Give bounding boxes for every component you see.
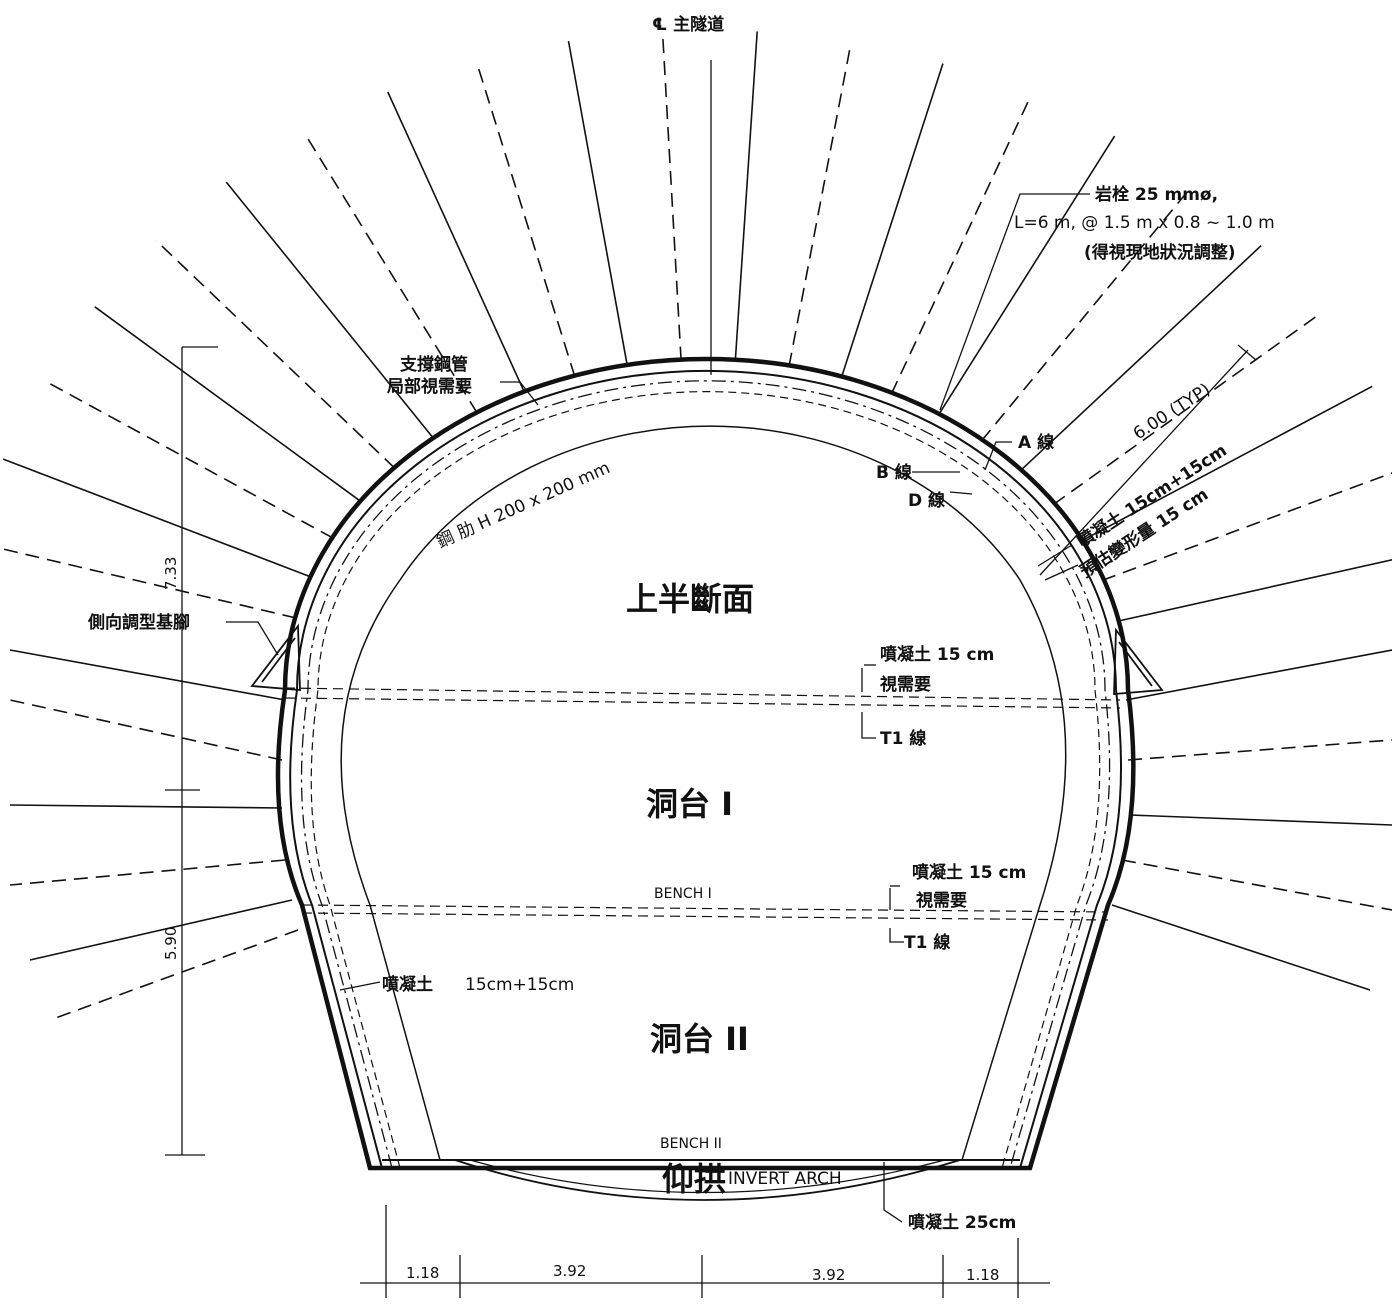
rock-bolt-line	[303, 131, 478, 414]
steel-rib-label: 鋼 肋 H 200 x 200 mm	[434, 458, 613, 552]
hdim-1-label: 1.18	[406, 1264, 439, 1282]
shotcrete-15-a-label: 噴凝土 15 cm	[880, 644, 994, 665]
rock-bolt-label-2: L=6 m, @ 1.5 m x 0.8 ~ 1.0 m	[1014, 213, 1275, 233]
tunnel-outline	[250, 356, 1164, 1201]
rock-bolt-line	[1129, 814, 1392, 826]
bench1-divider-lower	[284, 697, 1121, 709]
rock-bolt-line	[788, 42, 852, 367]
rock-bolt-line	[1116, 558, 1392, 623]
side-footing-label: 側向調型基腳	[87, 612, 190, 633]
invert-arch-curve	[454, 1159, 961, 1201]
t1-line-b-label: T1 線	[904, 932, 950, 953]
rock-bolt-line	[1125, 649, 1392, 701]
outer-excavation-line	[275, 356, 1136, 1171]
rock-bolt-line	[840, 63, 944, 378]
side-footing-left	[250, 623, 301, 691]
b-line-label: B 線	[876, 462, 912, 483]
invert-arch-curve-inner	[469, 1159, 946, 1194]
inner-final-lining	[340, 425, 1067, 1161]
shotcrete-side-value: 15cm+15cm	[465, 975, 574, 995]
a-line-label: A 線	[1018, 432, 1054, 453]
rock-bolt-line	[94, 306, 362, 503]
rock-bolt-line	[567, 40, 629, 366]
shotcrete-15-b-label: 噴凝土 15 cm	[912, 862, 1026, 883]
bench1-divider-upper	[284, 687, 1121, 701]
rock-bolt-line	[1121, 859, 1392, 911]
bench2-divider-lower	[301, 912, 1109, 921]
rock-bolt-line	[1052, 311, 1323, 506]
rock-bolt-line	[9, 699, 283, 761]
centerline-label: ℄ 主隧道	[652, 14, 724, 35]
rock-bolt-line	[225, 181, 435, 440]
rock-bolt-line	[937, 135, 1116, 416]
shotcrete-25-label: 噴凝土 25cm	[908, 1212, 1016, 1233]
shotcrete-line	[289, 369, 1122, 1169]
side-footing-right	[1113, 627, 1164, 695]
hdim-3-label: 3.92	[812, 1266, 845, 1284]
leader-and-dimension-lines	[165, 60, 1257, 1298]
rock-bolt-line	[1101, 472, 1392, 582]
rock-bolt-line	[0, 547, 297, 619]
d-line-label: D 線	[908, 490, 945, 511]
rock-bolt-line	[1080, 385, 1373, 542]
as-needed-b-label: 視需要	[915, 890, 967, 911]
rock-bolt-line	[155, 239, 396, 469]
d-line-dashdot	[300, 380, 1111, 1169]
b-line-dashed	[310, 391, 1101, 1169]
rock-bolt-line	[9, 649, 286, 701]
hdim-4-label: 1.18	[966, 1266, 999, 1284]
rock-bolt-line	[1127, 739, 1392, 761]
top-heading-label: 上半斷面	[626, 580, 754, 618]
bench1-en-label: BENCH I	[654, 886, 712, 902]
rock-bolt-line	[29, 899, 293, 961]
rock-bolt-line	[980, 185, 1193, 442]
rock-bolt-line	[1019, 245, 1262, 472]
rock-bolt-line	[9, 804, 283, 809]
rock-bolt-line	[43, 379, 334, 539]
invert-cn-label: 仰拱	[662, 1160, 726, 1198]
bench2-en-label: BENCH II	[660, 1136, 722, 1152]
rock-bolt-line	[890, 94, 1032, 395]
rock-bolt-line	[734, 31, 758, 361]
bench2-divider-upper	[301, 904, 1109, 913]
rock-bolt-line	[1111, 904, 1371, 991]
rock-bolt-line	[475, 61, 576, 377]
as-needed-a-label: 視需要	[879, 674, 931, 695]
shotcrete-side-label: 噴凝土	[382, 974, 433, 995]
bench2-label: 洞台 II	[650, 1020, 749, 1058]
rock-bolt-leader	[939, 193, 1090, 411]
invert-en-label: INVERT ARCH	[728, 1169, 842, 1189]
t1-line-a-label: T1 線	[880, 728, 926, 749]
rock-bolt-label-3: (得視現地狀況調整)	[1084, 242, 1236, 263]
hdim-2-label: 3.92	[553, 1262, 586, 1280]
rock-bolt-lines	[0, 31, 1392, 1021]
rock-bolt-line	[9, 859, 286, 886]
rock-bolt-line	[661, 31, 682, 361]
support-pipe-label-1: 支撐鋼管	[400, 354, 468, 375]
bench1-label: 洞台 I	[646, 785, 733, 823]
rock-bolt-line	[387, 91, 526, 393]
typ-length-label: 6.00 (TYP)	[1130, 380, 1214, 444]
labels: ℄ 主隧道 岩栓 25 mmø, L=6 m, @ 1.5 m x 0.8 ~ …	[87, 14, 1275, 1284]
support-pipe-label-2: 局部視需要	[387, 376, 472, 397]
vdim-upper-label: 7.33	[162, 557, 180, 590]
vdim-lower-label: 5.90	[162, 927, 180, 960]
rock-bolt-label-1: 岩栓 25 mmø,	[1094, 184, 1218, 205]
rock-bolt-line	[2, 458, 312, 578]
